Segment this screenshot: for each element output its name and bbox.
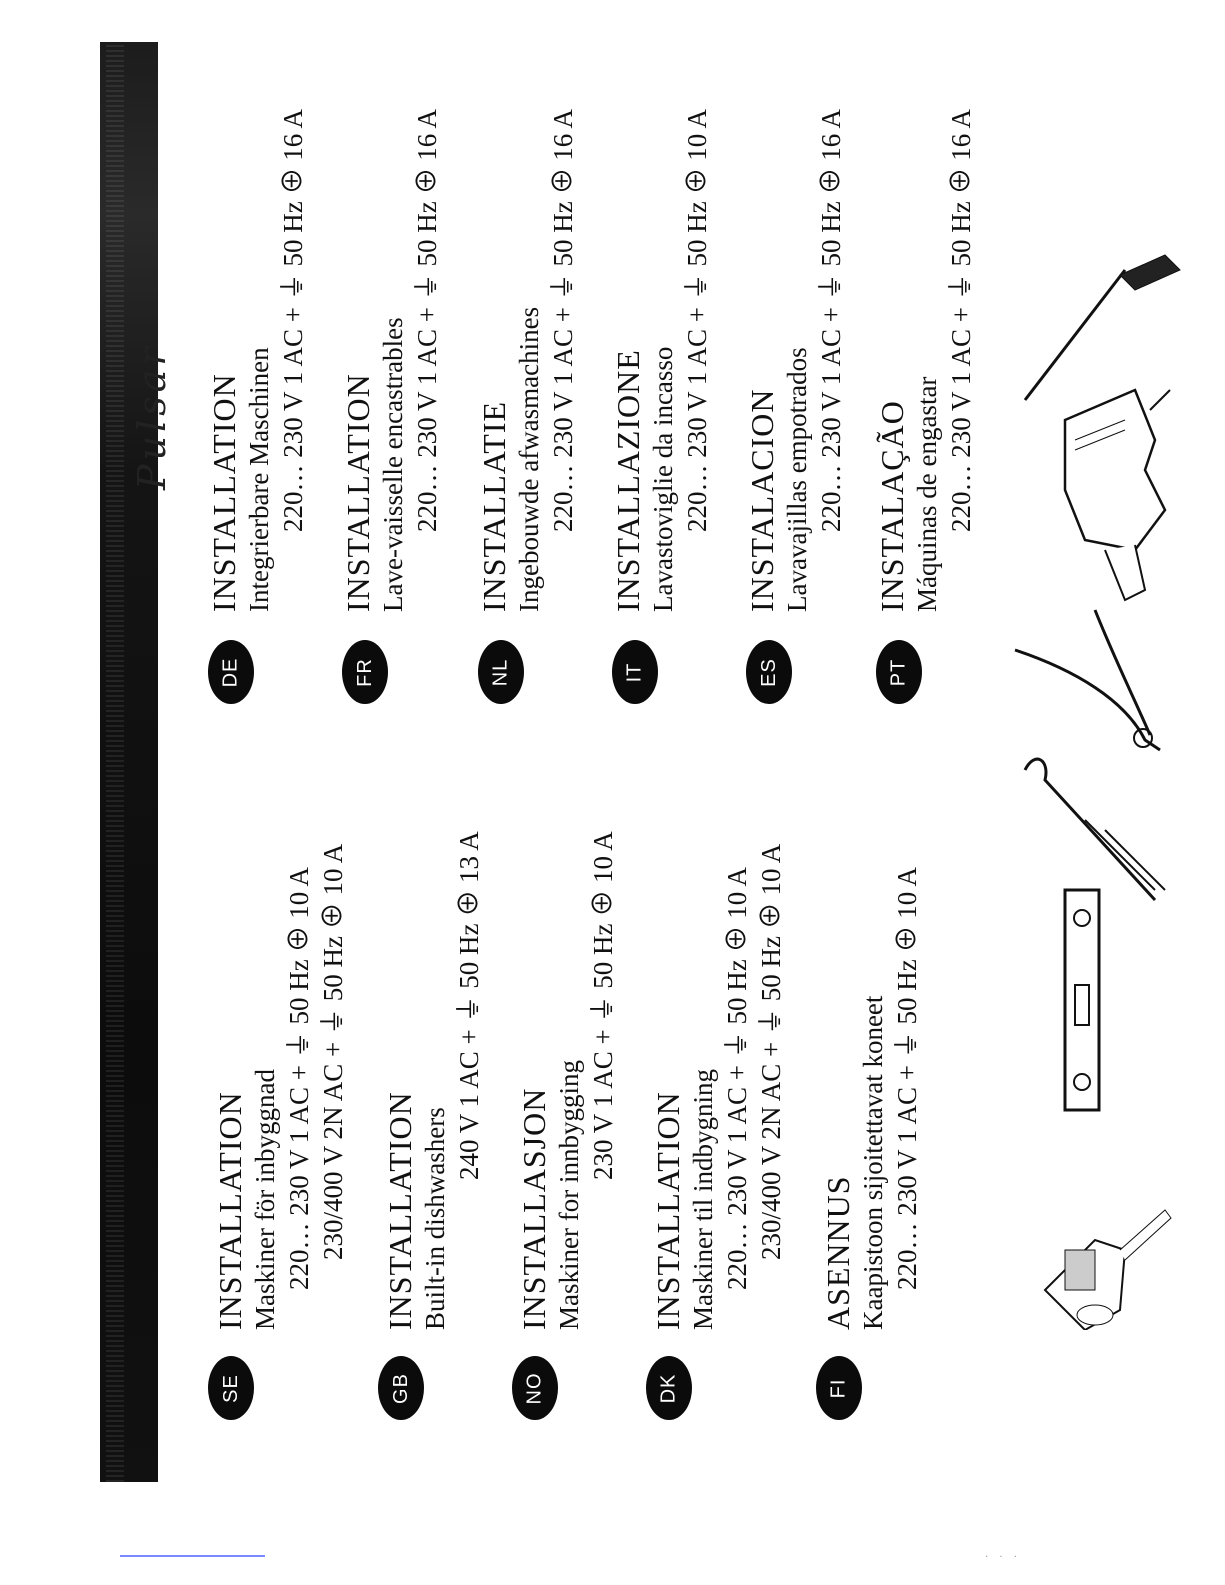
section-title: INSTALLASJON bbox=[516, 1087, 552, 1330]
section-spec: 230/400 V 2N AC + ⏚ 50 Hz ⊕ 10 A bbox=[318, 843, 348, 1260]
section-subtitle: Lavavajillas empotrados bbox=[782, 347, 812, 612]
section-fr: INSTALLATION Lave-vaisselle encastrables… bbox=[340, 109, 444, 612]
section-title: INSTALACION bbox=[744, 388, 780, 612]
section-spec: 220… 230 V 1 AC + ⏚ 50 Hz ⊕ 16 A bbox=[816, 108, 846, 532]
section-title: INSTALLATION bbox=[206, 373, 242, 612]
section-title: INSTALLATIE bbox=[476, 400, 512, 612]
section-pt: INSTALAÇÃO Máquinas de engastar 220… 230… bbox=[874, 109, 978, 612]
section-spec: 220… 230 V 1 AC + ⏚ 50 Hz ⊕ 16 A bbox=[548, 108, 578, 532]
badge-no: NO bbox=[512, 1356, 558, 1420]
section-spec: 230 V 1 AC + ⏚ 50 Hz ⊕ 10 A bbox=[588, 831, 618, 1180]
pliers-icon bbox=[1014, 609, 1161, 752]
section-es: INSTALACION Lavavajillas empotrados 220…… bbox=[744, 109, 848, 612]
section-spec: 220… 230 V 1 AC + ⏚ 50 Hz ⊕ 16 A bbox=[946, 108, 976, 532]
section-spec: 220… 230 V 1 AC + ⏚ 50 Hz ⊕ 16 A bbox=[412, 108, 442, 532]
section-subtitle: Kaapistoon sijoitettavat koneet bbox=[858, 995, 888, 1330]
spirit-level-icon bbox=[1063, 888, 1101, 1112]
screwdriver-icon bbox=[1023, 757, 1166, 902]
section-subtitle: Ingebouwde afwasmachines bbox=[514, 306, 544, 612]
section-subtitle: Maskiner for innbygging bbox=[554, 1060, 584, 1330]
page-footer-line bbox=[120, 1555, 265, 1557]
badge-it: IT bbox=[612, 640, 658, 704]
section-title: ASENNUS bbox=[820, 1175, 856, 1330]
section-spec: 240 V 1 AC + ⏚ 50 Hz ⊕ 13 A bbox=[454, 831, 484, 1180]
page-footer-dots: · · · bbox=[985, 1552, 1021, 1563]
section-subtitle: Lave-vaisselle encastrables bbox=[378, 317, 408, 612]
section-subtitle: Maskiner för inbyggnad bbox=[250, 1069, 280, 1330]
section-fi: ASENNUS Kaapistoon sijoitettavat koneet … bbox=[820, 867, 924, 1330]
saw-icon bbox=[1023, 254, 1181, 401]
section-subtitle: Lavastoviglie da incasso bbox=[648, 346, 678, 612]
header-bar bbox=[100, 42, 158, 1482]
section-it: INSTALLAZIONE Lavastoviglie da incasso 2… bbox=[610, 109, 714, 612]
section-subtitle: Built-in dishwashers bbox=[420, 1107, 450, 1330]
section-title: INSTALLATION bbox=[340, 373, 376, 612]
section-dk: INSTALLATION Maskiner til indbygning 220… bbox=[650, 844, 788, 1330]
section-title: INSTALLATION bbox=[212, 1091, 248, 1330]
tools-illustration bbox=[1014, 254, 1181, 1330]
section-spec: 220… 230 V 1 AC + ⏚ 50 Hz ⊕ 16 A bbox=[278, 108, 308, 532]
section-de: INSTALLATION Integrierbare Maschinen 220… bbox=[206, 109, 310, 612]
section-title: INSTALLAZIONE bbox=[610, 349, 646, 612]
section-subtitle: Maskiner til indbygning bbox=[688, 1069, 718, 1330]
section-spec: 220… 230 V 1 AC + ⏚ 50 Hz ⊕ 10 A bbox=[892, 866, 922, 1290]
badge-fr: FR bbox=[342, 640, 388, 704]
drill-icon bbox=[1063, 388, 1171, 602]
section-spec: 220… 230 V 1 AC + ⏚ 50 Hz ⊕ 10 A bbox=[682, 108, 712, 532]
badge-es: ES bbox=[746, 640, 792, 704]
section-title: INSTALAÇÃO bbox=[874, 400, 910, 612]
section-nl: INSTALLATIE Ingebouwde afwasmachines 220… bbox=[476, 109, 580, 612]
badge-fi: FI bbox=[816, 1356, 862, 1420]
badge-nl: NL bbox=[478, 640, 524, 704]
badge-se: SE bbox=[208, 1356, 254, 1420]
badge-gb: GB bbox=[378, 1356, 424, 1420]
section-subtitle: Máquinas de engastar bbox=[912, 376, 942, 612]
section-spec: 220… 230 V 1 AC + ⏚ 50 Hz ⊕ 10 A bbox=[284, 866, 314, 1290]
section-spec: 220… 230 V 1 AC + ⏚ 50 Hz ⊕ 10 A bbox=[722, 866, 752, 1290]
tape-measure-icon bbox=[1043, 1209, 1172, 1330]
badge-dk: DK bbox=[646, 1356, 692, 1420]
handwritten-note: Pulsar bbox=[130, 343, 174, 490]
badge-pt: PT bbox=[876, 640, 922, 704]
section-se: INSTALLATION Maskiner för inbyggnad 220…… bbox=[212, 844, 350, 1330]
badge-de: DE bbox=[208, 640, 254, 704]
section-spec: 230/400 V 2N AC + ⏚ 50 Hz ⊕ 10 A bbox=[756, 843, 786, 1260]
section-no: INSTALLASJON Maskiner for innbygging 230… bbox=[516, 831, 620, 1330]
section-title: INSTALLATION bbox=[382, 1091, 418, 1330]
section-gb: INSTALLATION Built-in dishwashers 240 V … bbox=[382, 831, 486, 1330]
section-title: INSTALLATION bbox=[650, 1091, 686, 1330]
section-subtitle: Integrierbare Maschinen bbox=[244, 347, 274, 612]
